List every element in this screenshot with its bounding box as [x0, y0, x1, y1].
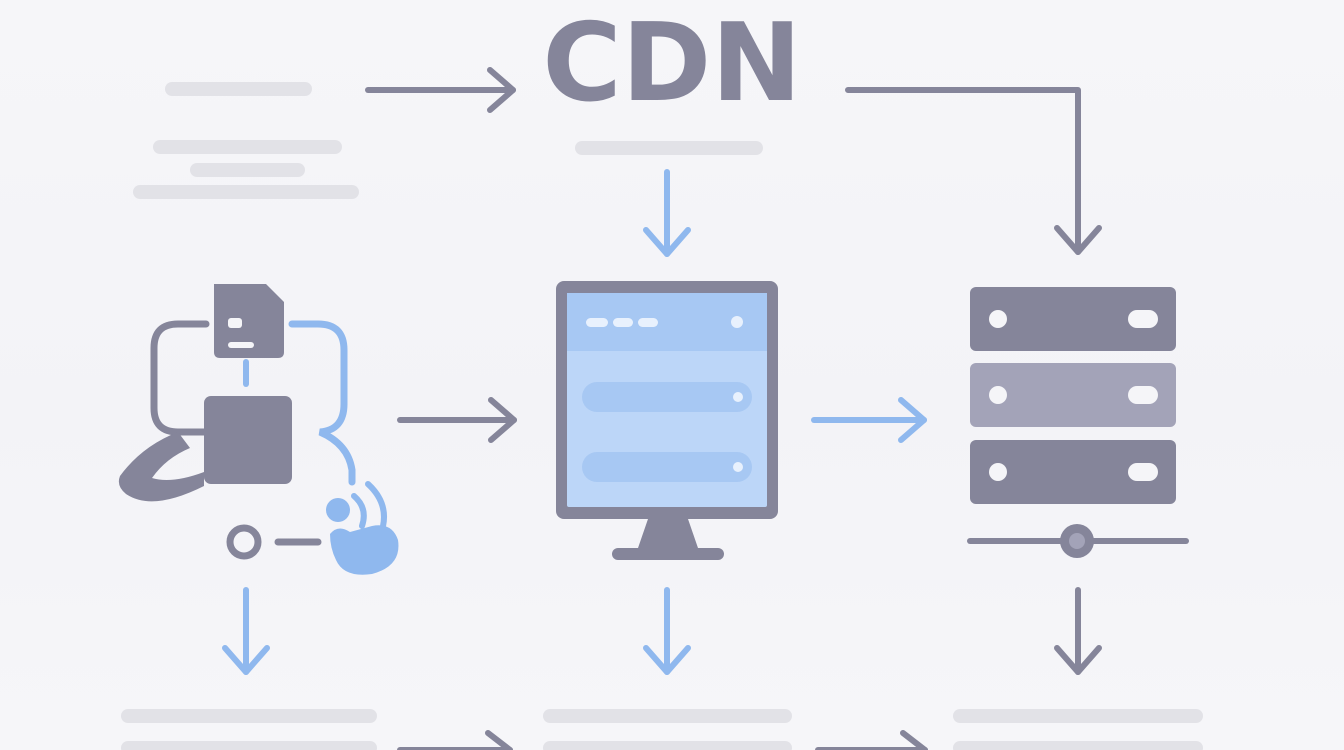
hand-touch-icon: [326, 481, 399, 575]
document-icon: [214, 284, 284, 358]
server-unit-2: [970, 363, 1176, 427]
arrow-client-down: [222, 587, 270, 675]
server-rack-icon: [967, 287, 1189, 558]
arrow-client-to-monitor: [397, 397, 517, 443]
screen-row-1: [582, 382, 752, 412]
arrow-text-to-title: [365, 67, 516, 113]
arrow-bottom-center-to-right: [815, 730, 928, 750]
arrow-title-to-monitor: [643, 169, 691, 257]
server-unit-3: [970, 440, 1176, 504]
diagram-title: CDN: [542, 1, 801, 126]
monitor-base: [612, 548, 724, 560]
server-unit-1: [970, 287, 1176, 351]
leaf-shape: [118, 432, 204, 502]
arrow-title-to-server: [845, 87, 1102, 255]
monitor-icon: [556, 281, 778, 560]
arrow-server-down: [1054, 587, 1102, 675]
node-dot: [226, 524, 262, 560]
arrow-bottom-left-to-center: [397, 730, 513, 750]
monitor-stand: [638, 519, 698, 548]
workflow-icon: [118, 284, 356, 560]
placeholder-text-top-left: [133, 82, 359, 199]
placeholder-text-bottom-center: [543, 709, 792, 750]
arrow-monitor-down: [643, 587, 691, 675]
arrow-monitor-to-server: [811, 397, 927, 443]
placeholder-text-bottom-right: [953, 709, 1203, 750]
screen-row-2: [582, 452, 752, 482]
process-box: [204, 396, 292, 484]
placeholder-text-bottom-left: [121, 709, 377, 750]
